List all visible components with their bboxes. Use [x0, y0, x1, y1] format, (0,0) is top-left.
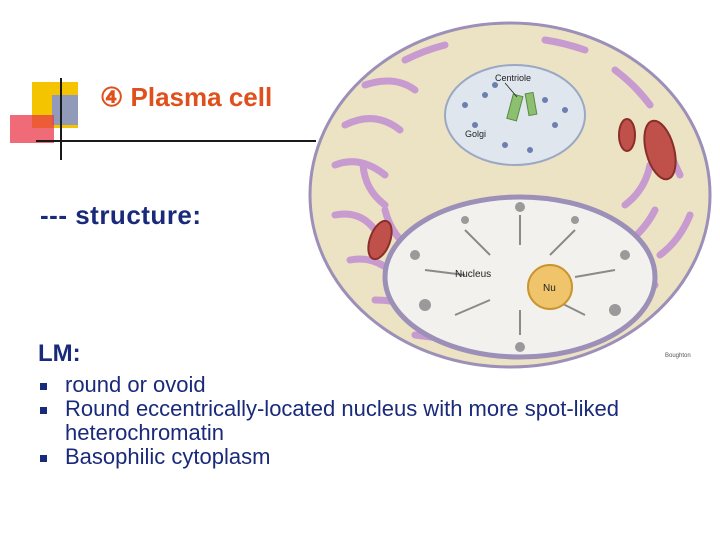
bullet-marker — [40, 383, 47, 390]
title-decoration — [0, 0, 320, 170]
nucleolus — [527, 264, 573, 310]
centriole-label: Centriole — [495, 73, 531, 83]
nucleus — [382, 194, 658, 360]
bullet-marker — [40, 407, 47, 414]
slide-title: ④ Plasma cell — [100, 82, 273, 112]
bullet-item: Round eccentrically-located nucleus with… — [40, 397, 660, 445]
red-square — [10, 115, 54, 143]
bullet-item: round or ovoid — [40, 373, 660, 397]
nucleolus-label: Nu — [543, 283, 556, 294]
golgi-apparatus — [444, 64, 586, 166]
lm-label: LM: — [38, 340, 81, 367]
structure-heading: --- structure: — [40, 200, 202, 230]
bullet-marker — [40, 455, 47, 462]
bullet-list: round or ovoid Round eccentrically-locat… — [40, 373, 660, 469]
vertical-line — [60, 78, 62, 160]
bullet-item: Basophilic cytoplasm — [40, 445, 660, 469]
chromatin-clumps — [410, 202, 630, 352]
nucleus-label: Nucleus — [455, 269, 491, 280]
mitochondria — [367, 118, 677, 261]
golgi-label: Golgi — [465, 129, 486, 139]
blue-square — [52, 95, 78, 125]
artist-signature: Boughton — [665, 353, 691, 359]
plasma-cell-illustration: Centriole Golgi Nu Nucleus Boughton — [308, 21, 712, 369]
horizontal-line — [36, 140, 316, 142]
